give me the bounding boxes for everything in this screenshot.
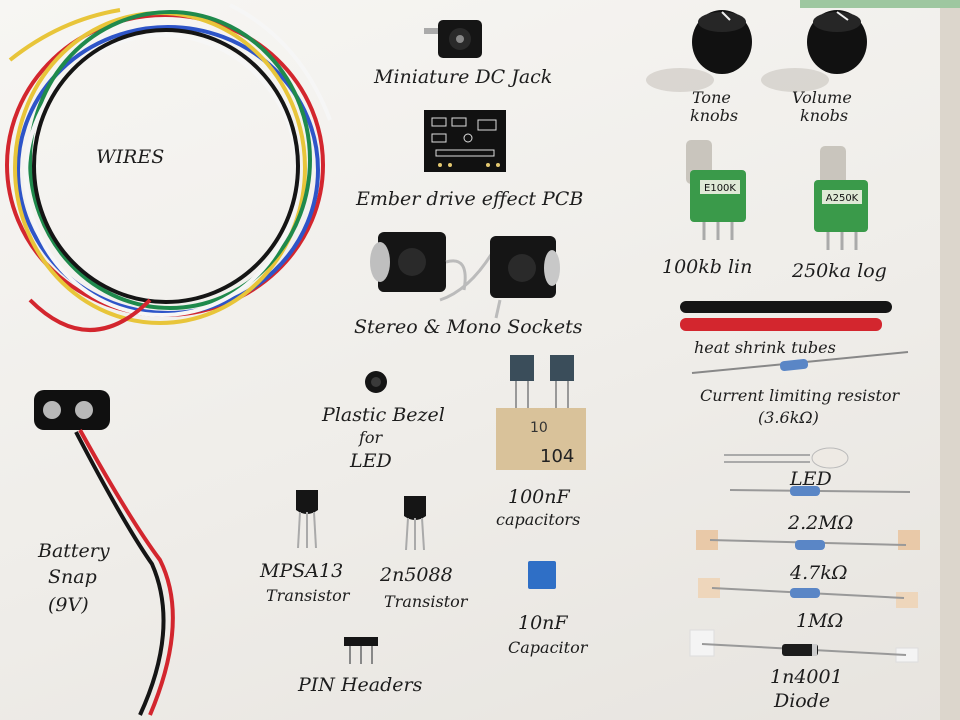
paper-tape	[496, 408, 586, 470]
transistor-mpsa13	[296, 490, 318, 549]
label-bezel-3: LED	[350, 450, 392, 472]
wire-green	[28, 10, 312, 310]
label-battery-1: Battery	[38, 540, 110, 562]
pot-250k-log: A250K	[814, 146, 868, 250]
resistor-4k7	[696, 530, 920, 550]
label-pcb: Ember drive effect PCB	[356, 188, 584, 210]
page-edge	[940, 0, 960, 720]
label-diode-2: Diode	[774, 690, 831, 712]
label-cap100-1: 100nF	[508, 486, 570, 508]
label-led: LED	[790, 468, 832, 490]
cap-code-bottom: 104	[540, 446, 574, 467]
mono-socket	[490, 236, 560, 319]
cap-code-top: 10	[530, 420, 548, 436]
label-battery-3: (9V)	[48, 594, 89, 616]
battery-snap	[34, 390, 175, 716]
pin-headers	[344, 637, 378, 664]
label-pin-headers: PIN Headers	[298, 674, 423, 696]
label-cap10-1: 10nF	[518, 612, 568, 634]
label-volume-knobs-1: Volume	[792, 88, 852, 107]
label-heat-shrink: heat shrink tubes	[694, 338, 836, 357]
volume-knob	[761, 10, 867, 92]
label-pot-log: 250ka log	[792, 260, 887, 282]
label-dc-jack: Miniature DC Jack	[374, 66, 553, 88]
label-bezel-1: Plastic Bezel	[322, 404, 445, 426]
dc-jack	[424, 20, 482, 58]
label-tone-knobs-2: knobs	[690, 106, 739, 125]
capacitor-10nf	[528, 561, 556, 589]
pcb-board	[424, 110, 506, 172]
led-bezel	[365, 371, 387, 393]
label-pot-lin: 100kb lin	[662, 256, 753, 278]
label-battery-2: Snap	[48, 566, 97, 588]
resistor-1m	[698, 578, 918, 608]
label-bezel-2: for	[359, 428, 383, 447]
resistor-3k6	[691, 351, 909, 374]
pot-marking-lin: E100K	[704, 183, 736, 194]
green-board-corner	[800, 0, 960, 8]
label-diode-1: 1n4001	[770, 666, 843, 688]
label-2n5088-1: 2n5088	[380, 564, 453, 586]
label-wires: WIRES	[96, 146, 165, 168]
label-resistor-1: Current limiting resistor	[700, 386, 900, 405]
label-cap100-2: capacitors	[496, 510, 581, 529]
stereo-socket	[370, 232, 496, 302]
pot-100k-lin: E100K	[686, 140, 746, 240]
label-r22: 2.2MΩ	[788, 512, 854, 534]
label-resistor-2: (3.6kΩ)	[758, 408, 819, 427]
label-cap10-2: Capacitor	[508, 638, 588, 657]
tone-knob	[646, 10, 752, 92]
pot-marking-log: A250K	[826, 193, 859, 204]
label-r47: 4.7kΩ	[790, 562, 848, 584]
label-r1m: 1MΩ	[796, 610, 844, 632]
label-sockets: Stereo & Mono Sockets	[354, 316, 583, 338]
diode-1n4001	[689, 629, 919, 663]
heat-shrink-tubes	[680, 301, 892, 331]
wire-yellow	[13, 11, 307, 325]
transistor-2n5088	[404, 496, 426, 551]
wires-coil	[5, 3, 332, 332]
label-mpsa13-1: MPSA13	[260, 560, 344, 582]
label-tone-knobs-1: Tone	[692, 88, 731, 107]
resistor-2m2	[729, 486, 911, 496]
label-2n5088-2: Transistor	[384, 592, 468, 611]
label-volume-knobs-2: knobs	[800, 106, 849, 125]
capacitors-100nf: 10 104	[496, 355, 586, 470]
label-mpsa13-2: Transistor	[266, 586, 350, 605]
led	[724, 447, 849, 469]
wire-black	[32, 28, 300, 304]
